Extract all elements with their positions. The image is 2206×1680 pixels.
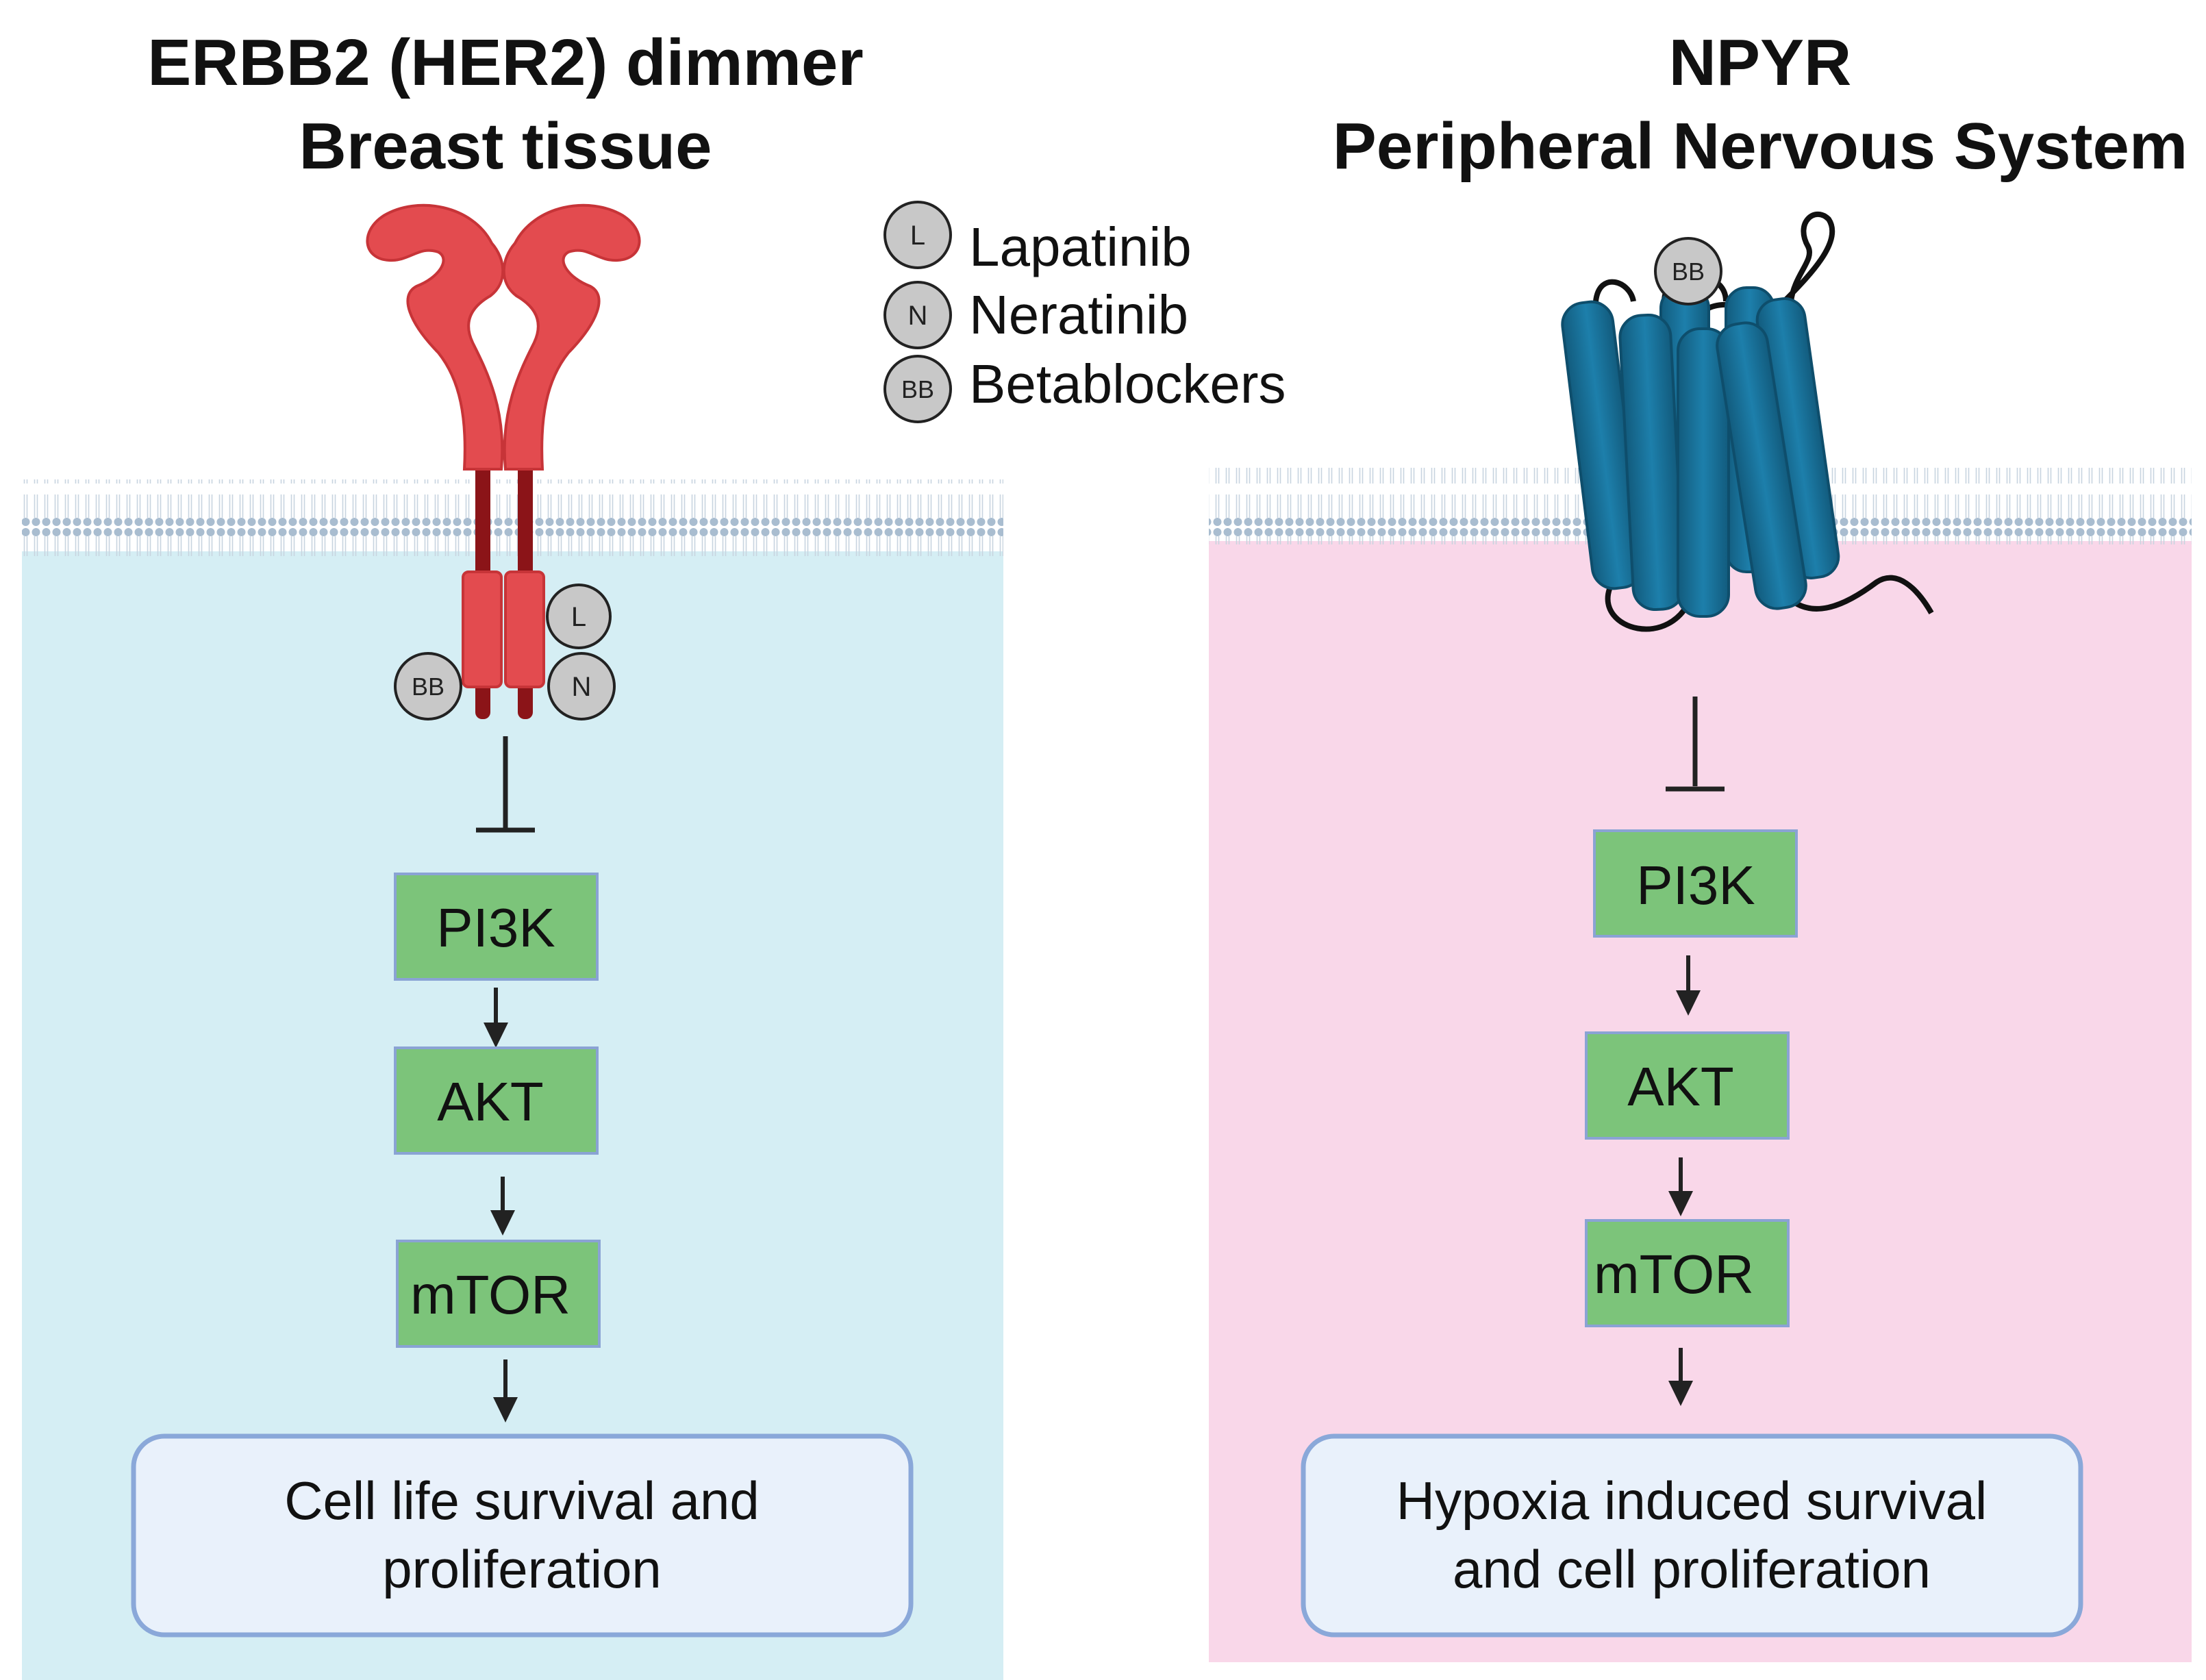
akt-box-left: AKT [394,1046,599,1155]
svg-text:AKT: AKT [437,1071,544,1132]
arrow-akt-mtor-right [1668,1157,1693,1216]
legend-item-neratinib: N Neratinib [883,281,1188,349]
svg-text:N: N [908,301,928,331]
svg-text:BB: BB [901,375,934,403]
svg-text:PI3K: PI3K [1636,855,1755,916]
svg-text:Betablockers: Betablockers [969,353,1286,414]
outcome-box-right: Hypoxia induced survival and cell prolif… [1301,1433,2083,1638]
left-title-line1: ERBB2 (HER2) dimmer [147,26,864,99]
inhibition-bar-left [476,736,535,833]
svg-text:mTOR: mTOR [1594,1244,1754,1305]
svg-text:L: L [910,221,925,251]
arrow-mtor-outcome-left [493,1359,518,1422]
outcome-box-left: Cell life survival and proliferation [131,1433,914,1638]
drug-legend: L Lapatinib N Neratinib BB Betablockers [883,201,1286,423]
mtor-box-right: mTOR [1585,1219,1790,1327]
arrow-pi3k-akt-left [484,988,508,1048]
betablocker-badge-right: BB [1654,237,1722,305]
arrow-pi3k-akt-right [1676,955,1701,1016]
svg-text:BB: BB [1672,258,1705,286]
arrow-akt-mtor-left [490,1177,515,1236]
right-title-line2: Peripheral Nervous System [1333,110,2188,183]
svg-text:N: N [572,672,592,702]
arrow-mtor-outcome-right [1668,1348,1693,1406]
svg-text:Lapatinib: Lapatinib [969,216,1192,277]
svg-text:Cell life survival and: Cell life survival and [284,1470,760,1531]
neratinib-badge-left: N [547,652,616,720]
left-title-line2: Breast tissue [299,110,712,183]
svg-text:L: L [571,602,586,632]
pi3k-box-left: PI3K [394,873,599,981]
legend-item-lapatinib: L Lapatinib [883,201,1192,277]
svg-text:AKT: AKT [1627,1056,1734,1117]
svg-text:mTOR: mTOR [410,1264,571,1325]
lapatinib-badge-left: L [546,584,612,649]
legend-item-betablockers: BB Betablockers [883,353,1286,423]
right-panel: NPYR Peripheral Nervous System BB [1209,26,2192,1662]
svg-text:Neratinib: Neratinib [969,284,1188,345]
pi3k-box-right: PI3K [1593,829,1798,938]
svg-text:BB: BB [412,673,444,701]
left-panel: ERBB2 (HER2) dimmer Breast tissue L BB N [22,26,1003,1680]
svg-text:PI3K: PI3K [436,897,555,958]
svg-text:proliferation: proliferation [382,1539,662,1599]
svg-text:Hypoxia induced survival: Hypoxia induced survival [1396,1470,1988,1531]
mtor-box-left: mTOR [396,1240,601,1348]
right-title-line1: NPYR [1669,26,1852,99]
npy-receptor-gpcr-icon [1561,211,1934,632]
svg-text:and cell proliferation: and cell proliferation [1453,1539,1931,1599]
left-membrane [22,479,1003,556]
akt-box-right: AKT [1585,1031,1790,1140]
inhibition-bar-right [1666,697,1725,792]
her2-dimer-receptor-icon [366,203,641,719]
betablocker-badge-left: BB [394,652,462,720]
